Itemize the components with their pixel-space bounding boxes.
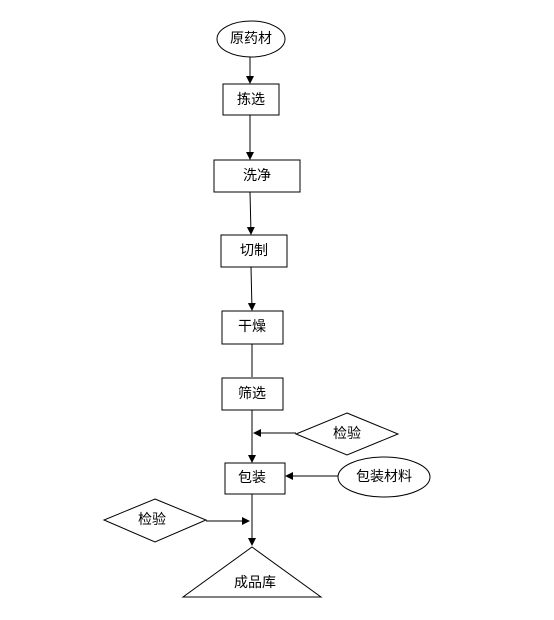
node-sorting-label: 拣选 xyxy=(237,92,265,108)
edge-cutting-to-drying xyxy=(247,266,256,311)
node-drying-label: 干燥 xyxy=(238,319,266,335)
node-packaging-material-label: 包装材料 xyxy=(356,469,412,485)
node-raw-material: 原药材 xyxy=(216,20,286,58)
node-sorting: 拣选 xyxy=(222,83,280,116)
node-packaging: 包装 xyxy=(224,462,286,495)
node-cutting-label: 切制 xyxy=(240,243,268,259)
node-warehouse-label: 成品库 xyxy=(234,575,276,591)
node-inspection-2-label: 检验 xyxy=(138,512,166,528)
node-inspection-1: 检验 xyxy=(294,412,400,456)
node-washing-label: 洗净 xyxy=(243,168,271,184)
edges xyxy=(206,57,338,546)
node-cutting: 切制 xyxy=(220,234,288,268)
node-screening-label: 筛选 xyxy=(238,386,266,402)
node-drying: 干燥 xyxy=(221,310,284,345)
node-inspection-1-label: 检验 xyxy=(333,426,361,442)
node-raw-material-label: 原药材 xyxy=(230,31,272,47)
node-washing: 洗净 xyxy=(213,159,301,193)
edge-washing-to-cutting xyxy=(246,191,255,235)
node-inspection-2: 检验 xyxy=(102,498,208,543)
node-packaging-material: 包装材料 xyxy=(337,456,431,498)
node-screening: 筛选 xyxy=(221,377,284,411)
node-warehouse: 成品库 xyxy=(181,546,323,598)
node-packaging-label: 包装 xyxy=(238,470,266,486)
